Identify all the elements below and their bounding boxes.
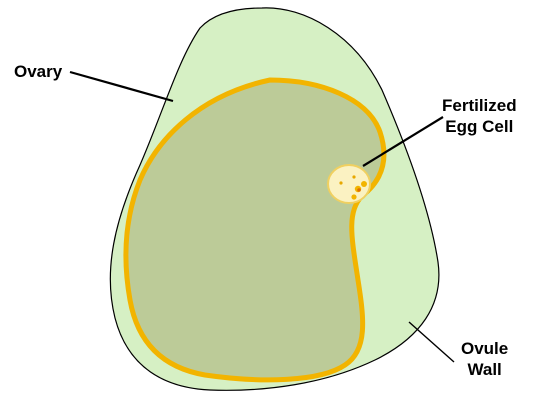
ovule-wall-label: Ovule Wall (461, 338, 508, 380)
egg-cell-nucleus (357, 188, 361, 192)
ovule-wall-label-line1: Ovule (461, 339, 509, 358)
ovary-leader-line (69, 70, 174, 103)
egg-cell (327, 164, 371, 204)
ovule-shape (123, 77, 387, 383)
fertilized-egg-cell-label: Fertilized Egg Cell (442, 95, 517, 137)
egg-cell-granule (351, 194, 357, 200)
fertilized-egg-cell-label-line2: Egg Cell (445, 117, 514, 136)
egg-cell-dot (352, 175, 356, 179)
ovary-label: Ovary (14, 62, 63, 81)
fertilized-egg-cell-label-line1: Fertilized (442, 96, 517, 115)
egg-cell-dot (339, 181, 343, 185)
egg-cell-granule (361, 181, 367, 187)
egg-cell-leader-line (362, 116, 444, 167)
ovule-wall-leader-line (408, 321, 455, 363)
ovule-wall-label-line2: Wall (467, 360, 502, 379)
